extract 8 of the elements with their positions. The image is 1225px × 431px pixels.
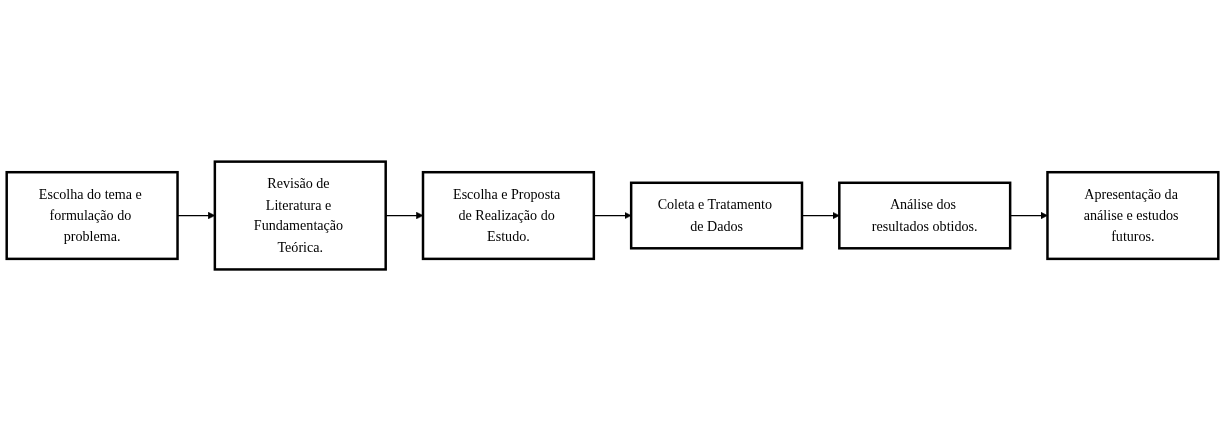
node-box: Revisão de Literatura e Fundamentação Teórica.	[213, 160, 387, 271]
node-box: Coleta e Tratamento de Dados	[629, 181, 804, 250]
node-box: Apresentação da análise e estudos futuros.	[1046, 170, 1220, 261]
node-box: Escolha e Proposta de Realização do Estudo.	[421, 170, 596, 261]
arrow	[385, 211, 424, 220]
node-box: Análise dos resultados obtidos.	[838, 181, 1012, 250]
node-box: Escolha do tema e formulação do problema.	[5, 170, 179, 261]
arrow	[593, 211, 632, 220]
